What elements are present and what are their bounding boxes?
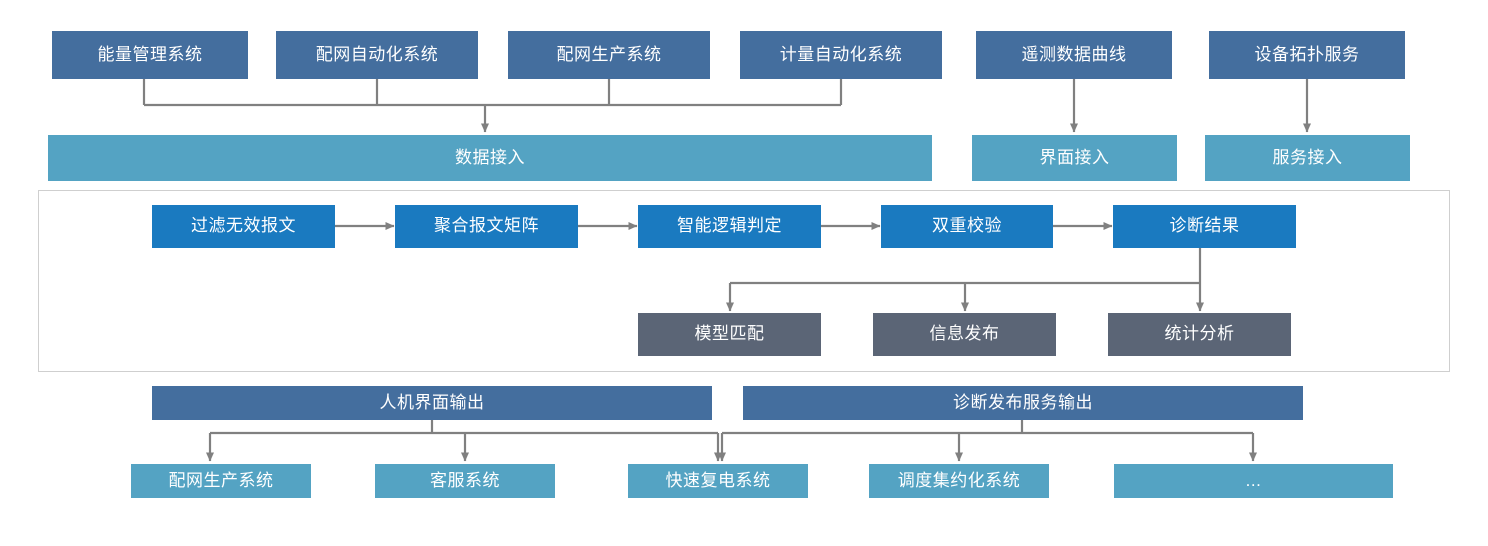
access-layer-service-access[interactable]: 服务接入 — [1205, 135, 1410, 181]
process-filter-invalid-messages[interactable]: 过滤无效报文 — [152, 205, 335, 248]
source-system-distribution-production[interactable]: 配网生产系统 — [508, 31, 710, 79]
connector-sources-to-data-access — [142, 79, 843, 133]
node-label: 双重校验 — [932, 216, 1002, 236]
node-label: 设备拓扑服务 — [1254, 44, 1360, 64]
connector-result-to-actions — [726, 248, 1204, 312]
node-label: 信息发布 — [929, 324, 1000, 344]
node-label: 数据接入 — [455, 147, 525, 167]
source-system-energy-management[interactable]: 能量管理系统 — [52, 31, 248, 79]
action-statistical-analysis[interactable]: 统计分析 — [1108, 313, 1291, 356]
node-label: 界面接入 — [1039, 147, 1110, 167]
output-human-machine-interface[interactable]: 人机界面输出 — [152, 386, 712, 420]
node-label: 调度集约化系统 — [897, 470, 1021, 490]
connector-service-output-to-consumers — [718, 420, 1257, 462]
connector-ui-output-to-consumers — [206, 420, 722, 462]
node-label: 配网生产系统 — [556, 44, 662, 64]
access-layer-ui-access[interactable]: 界面接入 — [972, 135, 1177, 181]
node-label: 统计分析 — [1164, 324, 1235, 344]
node-label: 配网生产系统 — [168, 470, 274, 490]
node-label: 模型匹配 — [694, 324, 765, 344]
source-system-metering-automation[interactable]: 计量自动化系统 — [740, 31, 942, 79]
consumer-customer-service-system[interactable]: 客服系统 — [375, 464, 555, 498]
process-intelligent-logic-judgment[interactable]: 智能逻辑判定 — [638, 205, 821, 248]
node-label: 聚合报文矩阵 — [434, 216, 539, 236]
source-system-telemetry-curve[interactable]: 遥测数据曲线 — [976, 31, 1172, 79]
node-label: 配网自动化系统 — [315, 44, 439, 64]
process-diagnosis-result[interactable]: 诊断结果 — [1113, 205, 1296, 248]
source-system-device-topology-service[interactable]: 设备拓扑服务 — [1209, 31, 1405, 79]
node-label: 诊断结果 — [1169, 216, 1240, 236]
source-system-distribution-automation[interactable]: 配网自动化系统 — [276, 31, 478, 79]
node-label: 过滤无效报文 — [191, 216, 296, 236]
consumer-distribution-production-system[interactable]: 配网生产系统 — [131, 464, 311, 498]
output-diagnosis-publishing-service[interactable]: 诊断发布服务输出 — [743, 386, 1303, 420]
node-label: 计量自动化系统 — [779, 44, 903, 64]
action-model-matching[interactable]: 模型匹配 — [638, 313, 821, 356]
node-label: 诊断发布服务输出 — [953, 392, 1093, 412]
node-label: 遥测数据曲线 — [1021, 44, 1127, 64]
node-label: 客服系统 — [430, 470, 500, 490]
action-information-publishing[interactable]: 信息发布 — [873, 313, 1056, 356]
node-label: 服务接入 — [1272, 147, 1343, 167]
consumer-rapid-restoration-system[interactable]: 快速复电系统 — [628, 464, 808, 498]
access-layer-data-access[interactable]: 数据接入 — [48, 135, 932, 181]
consumer-dispatch-intensive-system[interactable]: 调度集约化系统 — [869, 464, 1049, 498]
node-label: 智能逻辑判定 — [677, 216, 782, 236]
node-label: ... — [1245, 470, 1262, 490]
node-label: 人机界面输出 — [379, 392, 485, 412]
node-label: 快速复电系统 — [665, 470, 771, 490]
node-label: 能量管理系统 — [97, 44, 203, 64]
consumer-more-ellipsis[interactable]: ... — [1114, 464, 1393, 498]
process-aggregate-message-matrix[interactable]: 聚合报文矩阵 — [395, 205, 578, 248]
process-dual-verification[interactable]: 双重校验 — [881, 205, 1053, 248]
